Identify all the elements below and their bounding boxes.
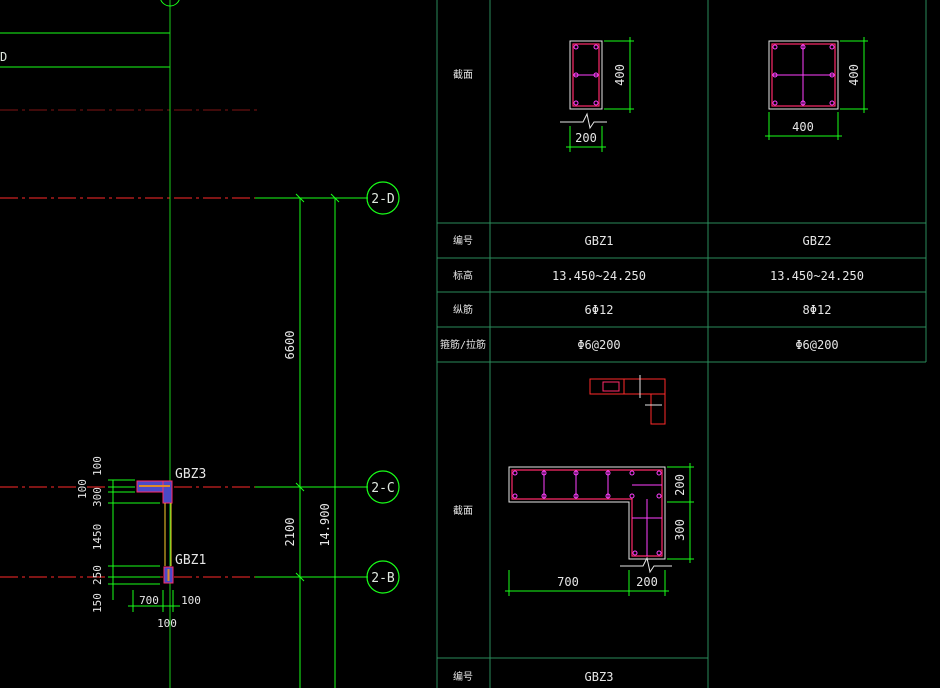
gbz2-dim-h: 400 [847, 64, 861, 86]
gbz1-id: GBZ1 [585, 234, 614, 248]
column-table-grid [436, 0, 927, 688]
grid-lines [0, 0, 365, 688]
dim-700: 700 [139, 594, 159, 607]
dim-150: 150 [91, 593, 104, 613]
axis-bubble-2-c[interactable]: 2-C [366, 470, 400, 504]
gbz2-dim-w: 400 [792, 120, 814, 134]
gbz1-elevation: 13.450~24.250 [552, 269, 646, 283]
plan-left-dimensions [108, 479, 180, 612]
row-label-section: 截面 [453, 68, 473, 81]
axis-fragment-label: D [0, 50, 7, 64]
dim-100: 100 [76, 479, 89, 499]
dim-6600: 6600 [283, 331, 297, 360]
row-label-elevation: 标高 [453, 269, 473, 282]
dim-100-top: 100 [91, 456, 104, 476]
plan-column-gbz1[interactable] [163, 566, 174, 584]
gbz1-dim-w: 200 [575, 131, 597, 145]
row-label-long-bars: 纵筋 [453, 303, 473, 316]
dim-300: 300 [91, 487, 104, 507]
dim-250: 250 [91, 565, 104, 585]
gbz1-long-bars: 6Φ12 [585, 303, 614, 317]
row-label-id: 编号 [453, 234, 473, 247]
axis-bubble-2-b[interactable]: 2-B [366, 560, 400, 594]
dim-2100: 2100 [283, 518, 297, 547]
dim-1450: 1450 [91, 524, 104, 551]
label-gbz1: GBZ1 [175, 553, 206, 568]
dim-14900: 14.900 [318, 503, 332, 546]
gbz1-stirrups: Φ6@200 [577, 338, 620, 352]
svg-text:2-B: 2-B [371, 571, 395, 586]
gbz1-dim-h: 400 [613, 64, 627, 86]
gbz3-key-plan [589, 375, 666, 425]
row-label-id-2: 编号 [453, 670, 473, 683]
dim-100-right: 100 [181, 594, 201, 607]
svg-text:2-D: 2-D [371, 192, 395, 207]
gbz2-long-bars: 8Φ12 [803, 303, 832, 317]
upper-dimension-lines [0, 0, 180, 688]
svg-text:2-C: 2-C [371, 481, 394, 496]
label-gbz3: GBZ3 [175, 467, 206, 482]
gbz2-id: GBZ2 [803, 234, 832, 248]
gbz2-stirrups: Φ6@200 [795, 338, 838, 352]
dim-100-bottom: 100 [157, 617, 177, 630]
gbz3-section-drawing[interactable] [505, 463, 694, 596]
gbz3-dim-200-bottom: 200 [636, 575, 658, 589]
gbz3-id: GBZ3 [585, 670, 614, 684]
row-label-section-2: 截面 [453, 504, 473, 517]
gbz2-elevation: 13.450~24.250 [770, 269, 864, 283]
axis-bubble-2-d[interactable]: 2-D [366, 181, 400, 215]
plan-wall-gbz3[interactable] [136, 480, 173, 504]
gbz3-dim-300: 300 [673, 519, 687, 541]
gbz3-dim-200-side: 200 [673, 474, 687, 496]
row-label-stirrups: 箍筋/拉筋 [440, 338, 486, 351]
gbz2-section-drawing[interactable] [765, 37, 868, 140]
gbz1-section-drawing[interactable] [560, 37, 634, 152]
gbz3-dim-700: 700 [557, 575, 579, 589]
vertical-dimension-lines [255, 193, 368, 688]
plan-wall-segment [164, 503, 172, 566]
